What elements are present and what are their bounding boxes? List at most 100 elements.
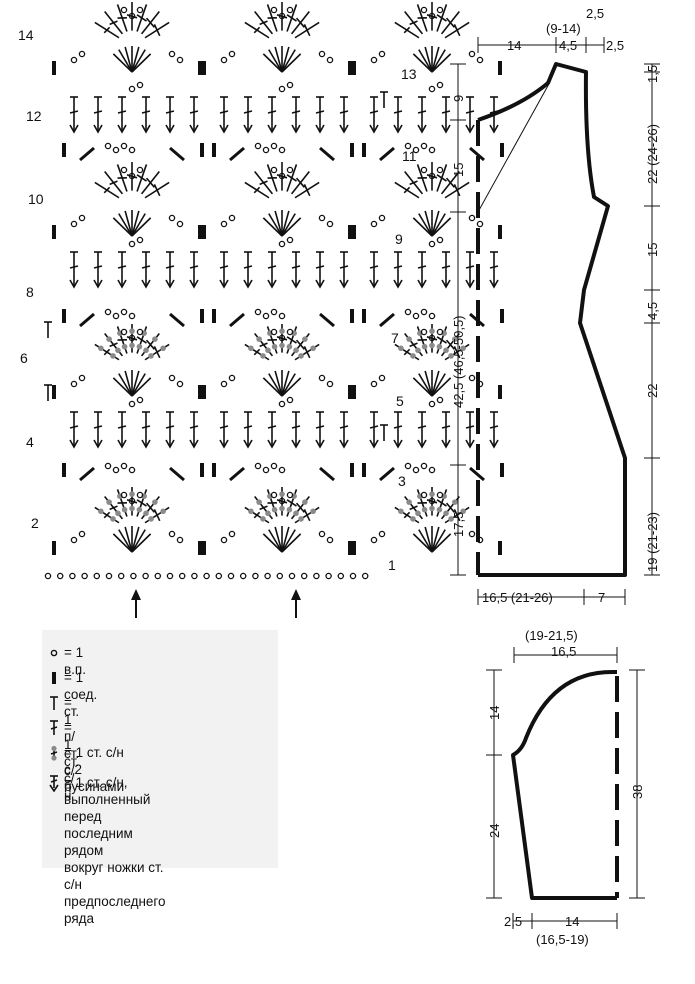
chain-stitch <box>262 466 270 474</box>
slip-stitch <box>79 466 95 482</box>
post-stitch-arrow <box>441 124 451 134</box>
bead <box>298 353 304 359</box>
chain-stitch <box>278 85 286 93</box>
double-crochet-bar <box>109 20 118 26</box>
fan-stitch <box>281 533 302 553</box>
chain-stitch <box>136 396 144 404</box>
slip-stitch <box>212 463 216 477</box>
slip-stitch <box>200 143 204 157</box>
slip-stitch <box>498 385 502 399</box>
post-stitch-arrow <box>489 439 499 449</box>
fan-stitch <box>281 210 290 237</box>
chain-stitch <box>120 491 128 499</box>
chain-stitch <box>428 240 436 248</box>
chain-stitch <box>278 400 286 408</box>
chain-stitch <box>349 572 357 580</box>
chain-stitch <box>370 220 378 228</box>
chain-stitch <box>318 530 326 538</box>
slip-stitch-icon <box>52 672 56 684</box>
fan-stitch <box>424 46 433 73</box>
slip-stitch <box>229 146 245 162</box>
double-crochet-bar <box>295 339 305 350</box>
bead <box>279 342 285 349</box>
post-stitch-arrow <box>417 439 427 449</box>
slip-stitch <box>350 309 354 323</box>
double-crochet-bar <box>426 499 438 504</box>
chain-stitch <box>176 220 184 228</box>
chain-stitch <box>468 214 476 222</box>
chain-stitch <box>412 466 420 474</box>
double-crochet-bar <box>409 180 418 186</box>
bead <box>98 345 104 352</box>
post-stitch-arrow <box>243 124 253 134</box>
chain-stitch <box>120 308 128 316</box>
chain-stitch <box>136 491 144 499</box>
double-crochet-bar <box>126 14 138 19</box>
bead <box>115 510 121 517</box>
sleeve-label-total-length: 38 <box>630 785 645 799</box>
bead <box>302 499 308 505</box>
body-outline <box>477 62 627 577</box>
bead <box>429 505 435 512</box>
bead <box>256 499 262 505</box>
fan-stitch <box>112 533 133 553</box>
chain-stitch <box>404 142 412 150</box>
slip-stitch <box>498 541 502 555</box>
fan-stitch <box>424 210 433 237</box>
fan-stitch <box>431 46 440 73</box>
slip-stitch <box>212 143 216 157</box>
fan-stitch <box>262 533 283 553</box>
row-number-7: 7 <box>391 330 399 346</box>
fan-stitch <box>418 213 433 237</box>
bead <box>136 343 143 350</box>
post-stitch-arrow <box>315 279 325 289</box>
bead <box>398 508 404 515</box>
chain-stitch <box>278 240 286 248</box>
chain-stitch <box>278 466 286 474</box>
start-arrow-left <box>131 589 141 618</box>
double-crochet-bar <box>103 186 111 194</box>
fan-stitch <box>431 213 446 237</box>
post-stitch-bar <box>117 265 127 269</box>
slip-stitch <box>352 225 356 239</box>
post-stitch-arrow <box>69 279 79 289</box>
double-crochet-bar <box>259 180 268 186</box>
chain-stitch <box>420 6 428 14</box>
fan-stitch <box>281 377 302 397</box>
stitch-marks <box>44 2 504 580</box>
chain-stitch <box>325 572 332 580</box>
chain-stitch <box>128 400 136 408</box>
chain-stitch <box>254 142 262 150</box>
chain-stitch <box>300 572 308 580</box>
post-stitch-arrow <box>219 439 229 449</box>
post-stitch-bar <box>243 110 253 114</box>
bead <box>110 353 116 359</box>
half-double-crochet-icon <box>50 696 58 710</box>
chain-stitch <box>428 466 436 474</box>
chain-stitch <box>70 220 78 228</box>
bead <box>310 345 316 352</box>
double-crochet-bar <box>126 336 138 341</box>
bead <box>448 516 454 522</box>
bead <box>436 506 443 513</box>
double-crochet-bar <box>303 346 311 359</box>
post-stitch-arrow <box>441 279 451 289</box>
double-crochet-bar <box>145 502 155 513</box>
fan-stitch <box>124 210 133 237</box>
beaded-double-crochet-icon <box>50 745 58 761</box>
slip-stitch <box>202 61 206 75</box>
slip-stitch <box>362 463 366 477</box>
chain-stitch <box>468 374 476 382</box>
double-crochet-bar <box>409 20 418 26</box>
body-top-dimension <box>477 37 605 53</box>
bead <box>436 343 443 350</box>
fan-stitch <box>262 217 283 237</box>
row-number-12: 12 <box>26 108 42 124</box>
double-crochet-bar <box>286 174 297 182</box>
double-crochet-bar <box>103 26 111 34</box>
fan-stitch <box>281 49 296 73</box>
slip-stitch <box>362 309 366 323</box>
slip-stitch <box>79 146 95 162</box>
body-label-neck-depth: 9 <box>451 95 466 102</box>
bead <box>152 499 158 505</box>
